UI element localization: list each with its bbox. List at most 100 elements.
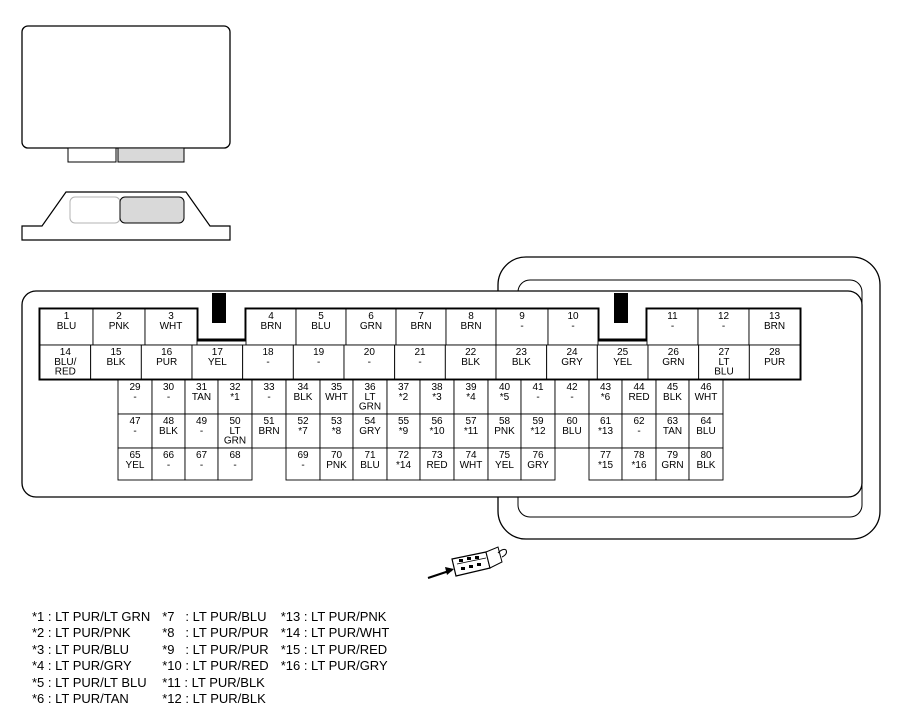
pin-number: 40 [499, 382, 511, 393]
pin-wire-color: *5 [500, 392, 510, 403]
pin-number: 1 [64, 311, 70, 322]
pin-cavity [395, 308, 447, 346]
pin-cavity [140, 344, 193, 380]
pin-number: 74 [465, 450, 477, 461]
pin-wire-color: RED [426, 460, 447, 471]
pin-number: 16 [161, 347, 173, 358]
pin-number: 33 [263, 382, 275, 393]
pin-number: 36 [364, 382, 376, 393]
pin-cavity [588, 379, 623, 415]
pin-cavity [319, 413, 354, 449]
pin-number: 53 [331, 416, 343, 427]
pin-number: 19 [313, 347, 325, 358]
pin-cavity [251, 413, 287, 449]
pin-number: 34 [297, 382, 309, 393]
pin-wire-color: - [368, 357, 371, 368]
pin-wire-color: BRN [460, 321, 481, 332]
pin-number: 46 [700, 382, 712, 393]
pin-wire-color: PUR [156, 357, 177, 368]
pin-cell-11: 11- [646, 308, 699, 346]
pin-cavity [487, 379, 522, 415]
pin-cavity [217, 447, 253, 481]
pin-cavity [386, 447, 421, 481]
pin-cavity [184, 447, 219, 481]
legend-entry: *9 : LT PUR/PUR [162, 641, 269, 657]
pin-wire-color: - [167, 392, 170, 403]
pin-cell-40: 40*5 [487, 379, 522, 415]
pin-wire-color: *2 [399, 392, 409, 403]
pin-number: 48 [163, 416, 175, 427]
pin-wire-color: PNK [494, 426, 515, 437]
pin-wire-color: BLK [294, 392, 313, 403]
pin-cell-30: 30- [151, 379, 186, 415]
pin-cell-12: 12- [697, 308, 750, 346]
pin-number: 18 [262, 347, 274, 358]
pin-wire-color: BLU [360, 460, 379, 471]
pin-cavity [445, 308, 497, 346]
pin-cell-52: 52*7 [285, 413, 321, 449]
pin-wire-color: PNK [326, 460, 347, 471]
pin-wire-color: LT [719, 357, 730, 368]
pin-wire-color: *13 [598, 426, 613, 437]
pin-wire-color: GRN [662, 357, 684, 368]
pin-cavity [343, 344, 396, 380]
pin-wire-color: GRN [360, 321, 382, 332]
pin-wire-color: *4 [466, 392, 476, 403]
pin-cavity [285, 413, 321, 449]
pin-cavity [554, 413, 590, 449]
pin-number: 26 [668, 347, 680, 358]
pin-number: 69 [297, 450, 309, 461]
pin-cavity [319, 447, 354, 481]
pin-number: 61 [600, 416, 612, 427]
pin-wire-color: RED [628, 392, 649, 403]
pin-number: 31 [196, 382, 208, 393]
pin-cell-53: 53*8 [319, 413, 354, 449]
pin-cavity [647, 344, 700, 380]
pin-cavity [352, 379, 388, 415]
pin-wire-color: *16 [631, 460, 646, 471]
pin-wire-color: *9 [399, 426, 409, 437]
pin-wire-color: *11 [464, 426, 479, 437]
pin-wire-color: YEL [126, 460, 145, 471]
pin-cell-39: 39*4 [453, 379, 489, 415]
legend-entry: *3 : LT PUR/BLU [32, 641, 130, 657]
pin-number: 71 [364, 450, 376, 461]
pin-number: 10 [567, 311, 579, 322]
pin-number: 77 [600, 450, 612, 461]
pin-wire-color: BLK [461, 357, 480, 368]
pin-cavity [547, 308, 599, 346]
pin-number: 37 [398, 382, 410, 393]
pin-cavity [242, 344, 294, 380]
pin-wire-color: - [637, 426, 640, 437]
pin-number: 44 [633, 382, 645, 393]
pin-wire-color: GRN [661, 460, 683, 471]
pin-wire-color: *14 [396, 460, 411, 471]
pin-number: 50 [229, 416, 241, 427]
pin-wire-color: PUR [764, 357, 785, 368]
pin-number: 76 [532, 450, 544, 461]
pin-wire-color: BRN [258, 426, 279, 437]
pin-wire-color: WHT [325, 392, 348, 403]
pin-cell-9: 9- [495, 308, 549, 346]
legend-column-2: *7 : LT PUR/BLU *8 : LT PUR/PUR *9 : LT … [162, 609, 268, 707]
pin-cavity [419, 379, 455, 415]
pin-wire-color: - [167, 460, 170, 471]
pin-cavity [520, 379, 556, 415]
pin-wire-color: GRY [527, 460, 549, 471]
pin-number: 11 [667, 311, 678, 322]
